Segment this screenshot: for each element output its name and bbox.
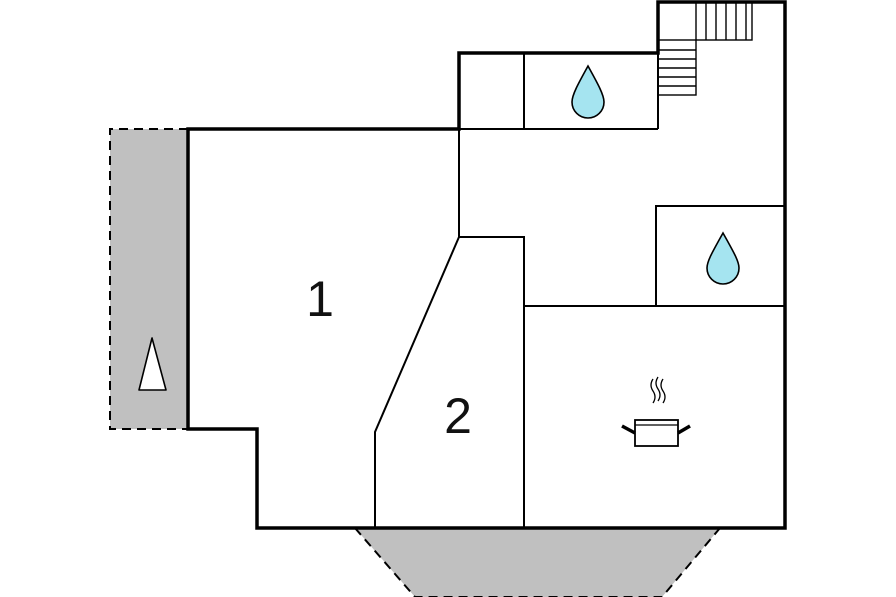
cooking-pot-icon [621, 376, 691, 447]
bottom-terrace [354, 527, 721, 597]
outer-walls [186, 0, 787, 530]
interior-walls [374, 53, 785, 528]
stairs-icon [657, 1, 753, 96]
room-label: 2 [444, 388, 472, 444]
water-drop-icon [706, 231, 740, 285]
parasol-icon [138, 337, 167, 391]
room-label: 1 [306, 271, 334, 327]
left-terrace [109, 128, 188, 430]
water-drop-icon [571, 64, 605, 119]
